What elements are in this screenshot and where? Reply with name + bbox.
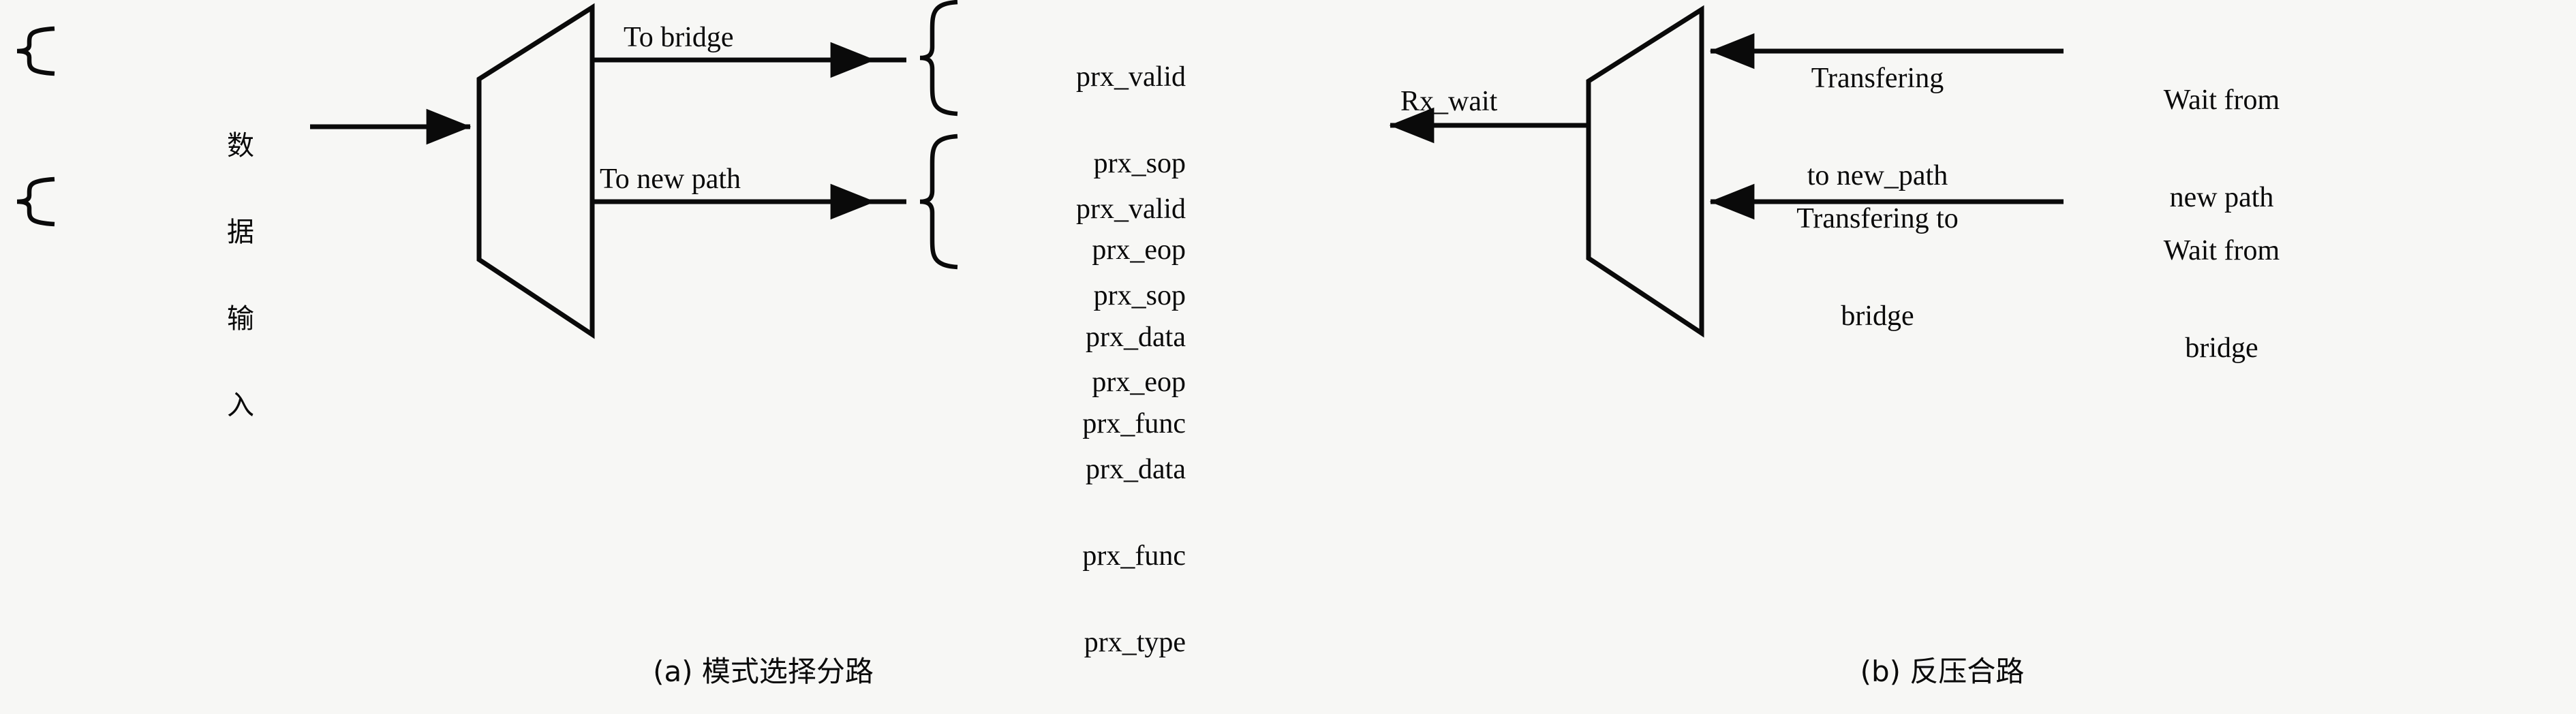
signal-item: prx_type xyxy=(1084,627,1186,659)
panel-b-caption: (b) 反压合路 xyxy=(1860,655,2025,688)
panel-a-bottom-brace xyxy=(919,134,958,270)
panel-b-branch-label-bottom: Transfering to bridge xyxy=(1717,138,2038,399)
signal-item: prx_func xyxy=(1082,540,1186,572)
source-label-line-2: bridge xyxy=(2185,332,2258,364)
input-label-char-4: 入 xyxy=(227,390,254,421)
input-label-char-3: 输 xyxy=(227,303,254,335)
source-label-line-1: Wait from xyxy=(2163,84,2280,116)
signal-item: prx_sop xyxy=(1093,280,1186,312)
signal-item: prx_eop xyxy=(1092,367,1186,399)
signal-item: prx_valid xyxy=(1076,61,1186,93)
input-label-char-2: 据 xyxy=(227,216,254,247)
panel-b-mux-shape xyxy=(1586,5,1704,338)
panel-a-top-brace xyxy=(919,0,958,117)
panel-a-branch-label-bottom: To new path xyxy=(600,164,741,195)
panel-b-output-label: Rx_wait xyxy=(1400,86,1498,117)
panel-a-caption: (a) 模式选择分路 xyxy=(653,655,874,688)
panel-b-source-label-bottom: Wait from bridge xyxy=(2109,170,2334,431)
input-label-char-1: 数 xyxy=(227,129,254,161)
panel-a-signal-list-top: prx_valid prx_sop prx_eop prx_data prx_f… xyxy=(968,0,1186,495)
source-label-line-2: new path xyxy=(2169,182,2274,214)
signal-item: prx_valid xyxy=(1076,193,1186,225)
branch-label-line-1: Transfering to xyxy=(1796,202,1959,234)
source-label-line-1: Wait from xyxy=(2163,234,2280,266)
panel-b-branch-label-top: Transfering to new_path xyxy=(1717,0,2038,258)
panel-b-source-label-top: Wait from new path xyxy=(2109,19,2334,280)
branch-label-line-2: to new_path xyxy=(1807,160,1948,192)
panel-a-mux-shape xyxy=(476,3,595,339)
panel-b-bottom-brace xyxy=(16,176,55,227)
panel-a-branch-label-top: To bridge xyxy=(624,22,734,53)
panel-a-signal-list-bottom: prx_valid prx_sop prx_eop prx_data prx_f… xyxy=(968,128,1186,714)
signal-item: prx_data xyxy=(1086,453,1186,485)
panel-a-input-label: 数 据 输 入 xyxy=(225,74,256,478)
branch-label-line-1: Transfering xyxy=(1811,62,1944,94)
branch-label-line-2: bridge xyxy=(1841,300,1914,332)
panel-b-top-brace xyxy=(16,26,55,76)
